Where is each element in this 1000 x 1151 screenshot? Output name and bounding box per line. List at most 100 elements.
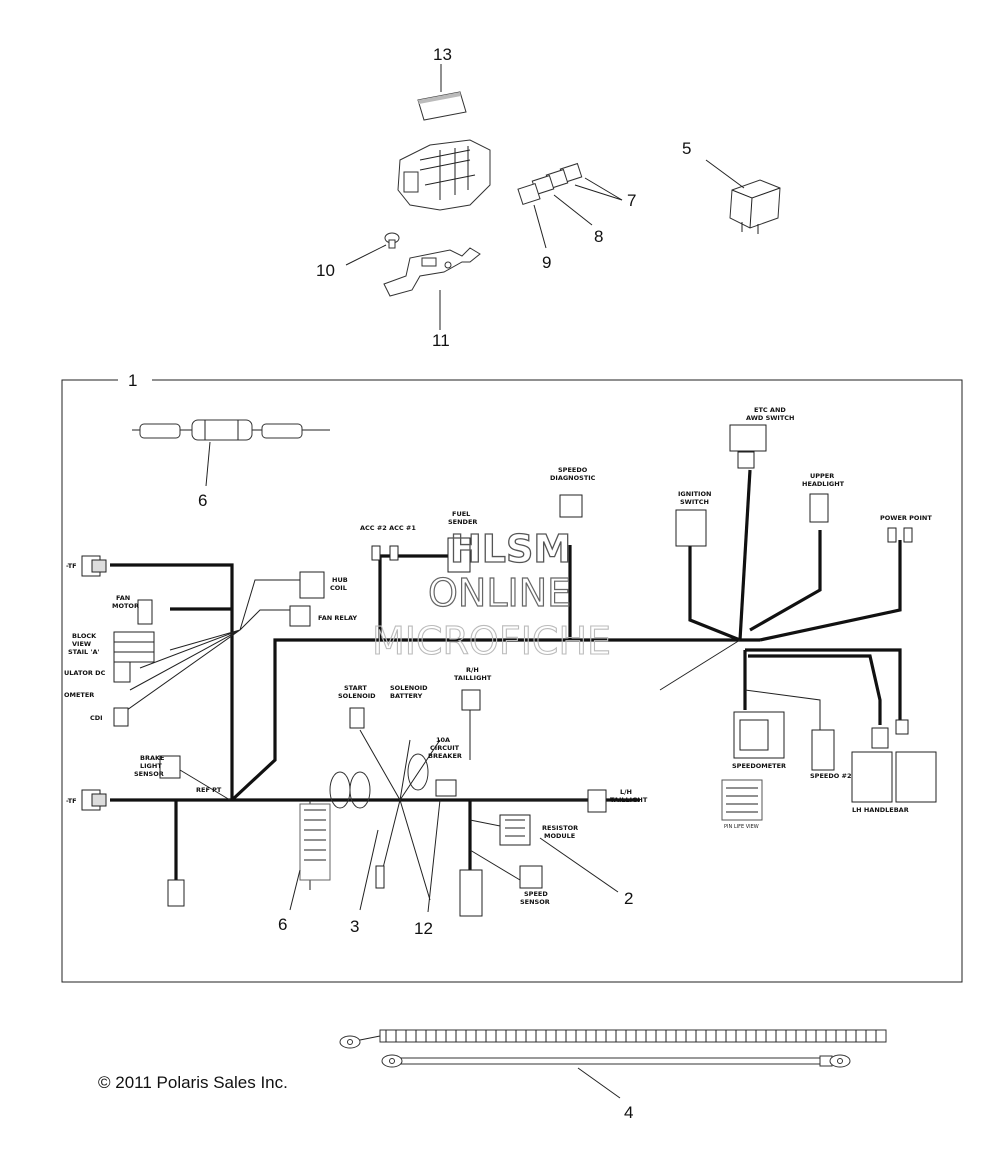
connector-speedo-diag <box>559 494 583 518</box>
callout-1: 1 <box>128 371 137 390</box>
callout-13: 13 <box>433 45 452 64</box>
connector-power-point <box>887 527 913 543</box>
label-upper: UPPER <box>810 472 834 480</box>
label-regulator: ULATOR DC <box>64 669 106 677</box>
label-cdi: CDI <box>90 714 103 722</box>
label-pin-view: PIN LIFE VIEW <box>724 824 759 830</box>
label-ignition: IGNITION <box>678 490 711 498</box>
label-start: START <box>344 684 367 692</box>
copyright: © 2011 Polaris Sales Inc. <box>98 1073 288 1092</box>
callout-12: 12 <box>414 919 433 938</box>
callout-11: 11 <box>432 331 450 350</box>
label-fuel2: SENDER <box>448 518 477 526</box>
label-speedo-2: SPEEDO #2 <box>810 772 851 780</box>
connector-etc-awd <box>729 424 767 469</box>
callout-3: 3 <box>350 917 359 936</box>
label-lh-handlebar: LH HANDLEBAR <box>852 806 909 814</box>
connector-speedometer-pinout <box>721 779 763 821</box>
label-brake2: LIGHT <box>140 762 162 770</box>
connector-acc <box>371 545 399 561</box>
label-block2: VIEW <box>72 640 91 648</box>
component-labels: ETC AND AWD SWITCH UPPER HEADLIGHT SPEED… <box>64 406 932 906</box>
callout-5: 5 <box>682 139 691 158</box>
connector-fan-relay <box>289 605 311 627</box>
connector-lh-handlebar <box>851 719 937 803</box>
label-sticker-part <box>417 91 467 121</box>
label-power-point: POWER POINT <box>880 514 932 522</box>
connector-speedometer <box>733 711 785 759</box>
label-resistor: RESISTOR <box>542 824 578 832</box>
label-hub2: COIL <box>330 584 347 592</box>
bolt-part <box>384 232 400 249</box>
connector-hub-coil <box>299 571 325 599</box>
watermark-line3: MICROFICHE <box>372 619 611 663</box>
label-sol-bat: SOLENOID <box>390 684 428 692</box>
label-ref-pt: REF PT <box>196 786 222 794</box>
callout-7: 7 <box>627 191 636 210</box>
label-etc2: AWD SWITCH <box>746 414 794 422</box>
connector-fuel-sender <box>447 537 471 573</box>
sub-harness-part <box>132 419 330 441</box>
label-brake: BRAKE <box>140 754 164 762</box>
callout-8: 8 <box>594 227 603 246</box>
label-speed-sensor2: SENSOR <box>520 898 550 906</box>
label-cb3: BREAKER <box>428 752 462 760</box>
bracket-part <box>383 247 481 297</box>
watermark-line1: HLSM <box>450 527 571 571</box>
connector-grounds <box>299 753 429 889</box>
label-odometer: OMETER <box>64 691 94 699</box>
label-speedo-diag: SPEEDO <box>558 466 588 474</box>
label-tf-top: -TF <box>66 562 77 570</box>
watermark-line2: ONLINE <box>428 571 571 615</box>
label-brake3: SENSOR <box>134 770 164 778</box>
callout-9: 9 <box>542 253 551 272</box>
callout-6a: 6 <box>198 491 207 510</box>
relay-part <box>729 179 781 234</box>
label-start2: SOLENOID <box>338 692 376 700</box>
connector-block-view <box>113 631 155 663</box>
connector-cdi <box>113 707 129 727</box>
connector-ignition <box>675 509 707 547</box>
callout-4: 4 <box>624 1103 633 1122</box>
label-tf-bottom: -TF <box>66 797 77 805</box>
connector-upper-headlight <box>809 493 829 523</box>
label-speedo-diag2: DIAGNOSTIC <box>550 474 596 482</box>
callout-6b: 6 <box>278 915 287 934</box>
connector-fan-motor <box>137 599 153 625</box>
label-rh2: TAILLIGHT <box>454 674 492 682</box>
label-stall: STAIL 'A' <box>68 648 99 656</box>
label-fan: FAN <box>116 594 130 602</box>
connector-bottom-center <box>459 869 483 917</box>
connector-speed-sensor <box>519 865 543 889</box>
connector-start-solenoid <box>349 707 365 729</box>
connector-lh-taillight <box>587 789 607 813</box>
connector-resistor-module <box>499 814 531 846</box>
connector-left-bottom <box>81 789 107 811</box>
battery-cable-part <box>339 1029 887 1049</box>
ground-cable-part <box>381 1054 851 1068</box>
label-resistor2: MODULE <box>544 832 575 840</box>
callout-10: 10 <box>316 261 335 280</box>
connector-regulator <box>113 661 131 683</box>
label-acc: ACC #2 ACC #1 <box>360 524 416 532</box>
label-fan-relay: FAN RELAY <box>318 614 357 622</box>
label-fan2: MOTOR <box>112 602 139 610</box>
connector-left-top <box>81 555 107 577</box>
callout-2: 2 <box>624 889 633 908</box>
label-lh2: TAILLIGHT <box>610 796 648 804</box>
label-fuel: FUEL <box>452 510 470 518</box>
label-speedometer: SPEEDOMETER <box>732 762 786 770</box>
label-sol-bat2: BATTERY <box>390 692 423 700</box>
label-ignition2: SWITCH <box>680 498 709 506</box>
label-lh: L/H <box>620 788 632 796</box>
fuse-box-part <box>397 139 491 211</box>
label-speed-sensor: SPEED <box>524 890 548 898</box>
label-block: BLOCK <box>72 632 97 640</box>
connector-brake-light <box>159 755 181 779</box>
fuses-part <box>517 162 583 206</box>
label-hub: HUB <box>332 576 348 584</box>
label-cb: 10A <box>436 736 450 744</box>
connector-bottom-left <box>167 879 185 907</box>
connector-rh-taillight <box>461 689 481 711</box>
